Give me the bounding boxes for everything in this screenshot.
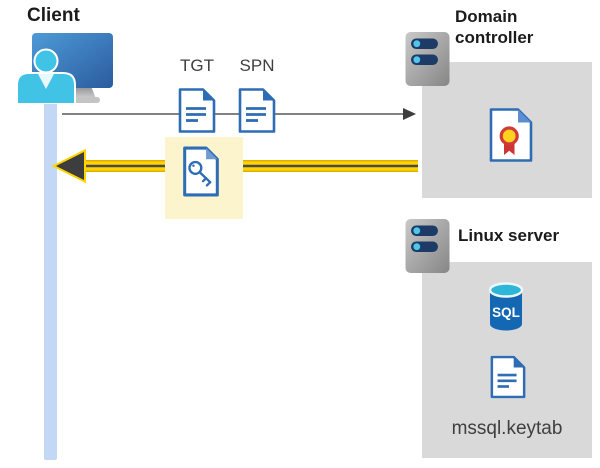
client-label: Client: [27, 5, 80, 26]
highlighted-left-arrow: [51, 148, 418, 184]
linux-server-icon: [405, 219, 450, 273]
client-computer-user-icon: [16, 33, 113, 104]
client-lifeline-bar: [44, 98, 57, 460]
sql-database-icon: SQL: [488, 282, 524, 331]
certificate-icon: [489, 108, 533, 162]
key-document-icon: [183, 146, 219, 197]
keytab-document-icon: [490, 355, 526, 399]
seal-circle: [499, 126, 519, 146]
request-right-arrow: [62, 108, 416, 120]
keytab-filename-label: mssql.keytab: [451, 418, 563, 439]
monitor-stand: [70, 86, 96, 99]
domain-controller-label: Domain controller: [455, 7, 534, 47]
spn-document-icon: [238, 88, 276, 133]
domain-controller-server-icon: [405, 32, 450, 86]
user-collar: [38, 74, 54, 89]
user-head: [33, 48, 59, 74]
sql-text: SQL: [492, 305, 520, 320]
tgt-document-icon: [178, 88, 216, 133]
spn-label: SPN: [239, 56, 275, 75]
tgt-label: TGT: [180, 56, 214, 75]
linux-server-label: Linux server: [458, 226, 560, 245]
